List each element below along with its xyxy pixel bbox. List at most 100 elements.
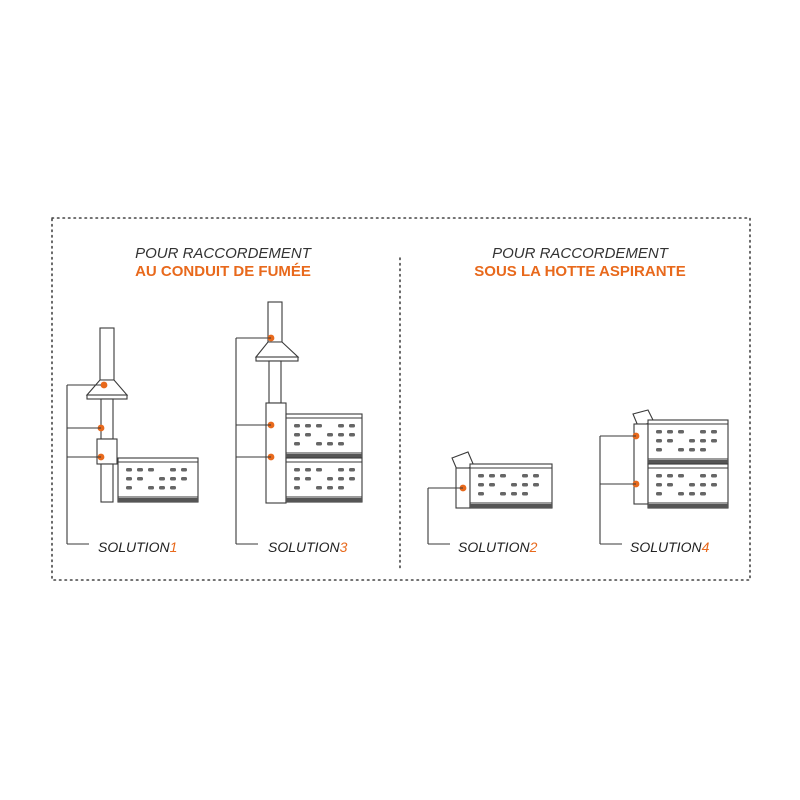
sol2-radiator-slot [478, 492, 484, 496]
sol2-radiator [469, 463, 553, 509]
sol2-radiator-slot [533, 483, 539, 487]
sol4-radiator-top-slot [678, 430, 684, 434]
right-heading-line2: SOUS LA HOTTE ASPIRANTE [474, 263, 685, 280]
sol2-radiator-slot [522, 474, 528, 478]
solution-2-prefix: SOLUTION [458, 539, 530, 555]
sol4-radiator-bottom-slot [711, 474, 717, 478]
sol3-radiator-bottom-slot [327, 486, 333, 490]
sol3-radiator-bottom-slot [316, 468, 322, 472]
sol3-radiator-bottom-slot [338, 486, 344, 490]
sol1-flue-pipe [100, 398, 114, 440]
sol3-radiator-bottom-slot [338, 468, 344, 472]
sol3-radiator-top [285, 413, 363, 459]
sol1-radiator [117, 457, 199, 503]
sol4-radiator-bottom-slot [700, 474, 706, 478]
sol4-radiator-bottom-slot [678, 492, 684, 496]
sol2-radiator-slot [511, 483, 517, 487]
sol3-radiator-bottom [285, 457, 363, 503]
sol4-radiator-bottom-slot [689, 492, 695, 496]
right-heading-line1: POUR RACCORDEMENT [492, 245, 670, 262]
sol4-radiator-bottom-slot [656, 492, 662, 496]
solution-4-number: 4 [702, 539, 710, 555]
sol4-radiator-bottom-slot [700, 492, 706, 496]
sol3-radiator-top-slot [294, 442, 300, 446]
sol3-radiator-top-slot [305, 433, 311, 437]
sol1-radiator-slot [181, 468, 187, 472]
sol3-radiator-top-slot [305, 424, 311, 428]
sol3-radiator-bottom-slot [316, 486, 322, 490]
sol3-radiator-top-slot [327, 442, 333, 446]
left-heading-line1: POUR RACCORDEMENT [135, 245, 313, 262]
sol3-radiator-bottom-slot [305, 477, 311, 481]
sol2-radiator-slot [533, 474, 539, 478]
sol4-radiator-top-slot [689, 448, 695, 452]
sol4-radiator-top-slot [667, 439, 673, 443]
sol1-lower-pipe [100, 463, 114, 503]
solution-1-prefix: SOLUTION [98, 539, 170, 555]
sol4-radiator-bottom-slot [667, 483, 673, 487]
sol4-radiator-top-slot [711, 430, 717, 434]
sol3-radiator-bottom-slot [294, 468, 300, 472]
sol3-connector [265, 402, 287, 504]
sol1-radiator-slot [148, 486, 154, 490]
sol3-radiator-top-slot [338, 442, 344, 446]
sol1-radiator-slot [170, 477, 176, 481]
sol4-radiator-top-slot [656, 448, 662, 452]
solution-1-number: 1 [170, 539, 178, 555]
left-heading-line2: AU CONDUIT DE FUMÉE [135, 263, 311, 280]
sol4-radiator-top-slot [700, 439, 706, 443]
sol3-radiator-top-slot [349, 433, 355, 437]
sol3-radiator-bottom-slot [338, 477, 344, 481]
sol1-radiator-slot [159, 486, 165, 490]
sol1-radiator-slot [148, 468, 154, 472]
sol2-radiator-slot [500, 474, 506, 478]
sol4-radiator-bottom-slot [678, 474, 684, 478]
sol3-radiator-top-base [286, 454, 362, 458]
solution-3-label: SOLUTION3 [268, 539, 348, 555]
solution-3-prefix: SOLUTION [268, 539, 340, 555]
solution-1-label: SOLUTION1 [98, 539, 177, 555]
sol4-radiator-top-slot [700, 448, 706, 452]
sol4-radiator-bottom-slot [667, 474, 673, 478]
sol3-radiator-bottom-slot [305, 468, 311, 472]
sol3-radiator-bottom-slot [294, 486, 300, 490]
sol3-radiator-top-slot [327, 433, 333, 437]
solution-2-number: 2 [529, 539, 538, 555]
sol1-chimney-pipe [99, 327, 115, 381]
sol2-radiator-slot [500, 492, 506, 496]
sol1-radiator-slot [126, 486, 132, 490]
illustrations [66, 301, 729, 545]
sol3-radiator-top-slot [294, 433, 300, 437]
solution-3-number: 3 [340, 539, 348, 555]
solution-4-label: SOLUTION4 [630, 539, 710, 555]
sol1-radiator-slot [137, 477, 143, 481]
sol1-radiator-slot [159, 477, 165, 481]
sol4-radiator-bottom-slot [689, 483, 695, 487]
sol2-radiator-slot [522, 492, 528, 496]
sol3-radiator-top-slot [316, 424, 322, 428]
sol4-radiator-top-slot [700, 430, 706, 434]
sol2-radiator-slot [489, 474, 495, 478]
sol4-radiator-top-slot [656, 430, 662, 434]
sol3-radiator-top-slot [338, 433, 344, 437]
sol3-hood-rim [255, 356, 299, 362]
sol4-radiator-top-slot [667, 430, 673, 434]
sol4-radiator-top-slot [689, 439, 695, 443]
sol4-radiator-top-base [648, 460, 728, 464]
sol4-radiator-top [647, 419, 729, 465]
sol3-hood [254, 341, 300, 358]
sol3-radiator-bottom-slot [349, 468, 355, 472]
sol4-radiator-top-slot [656, 439, 662, 443]
sol1-radiator-slot [181, 477, 187, 481]
sol1-hood-rim [86, 394, 128, 400]
sol3-radiator-top-slot [316, 442, 322, 446]
sol1-radiator-base [118, 498, 198, 502]
sol3-radiator-top-slot [294, 424, 300, 428]
sol4-radiator-bottom-slot [656, 474, 662, 478]
sol2-radiator-slot [511, 492, 517, 496]
sol3-radiator-bottom-slot [294, 477, 300, 481]
solution-4-prefix: SOLUTION [630, 539, 702, 555]
sol3-radiator-bottom-slot [327, 477, 333, 481]
sol1-hood [85, 379, 129, 396]
